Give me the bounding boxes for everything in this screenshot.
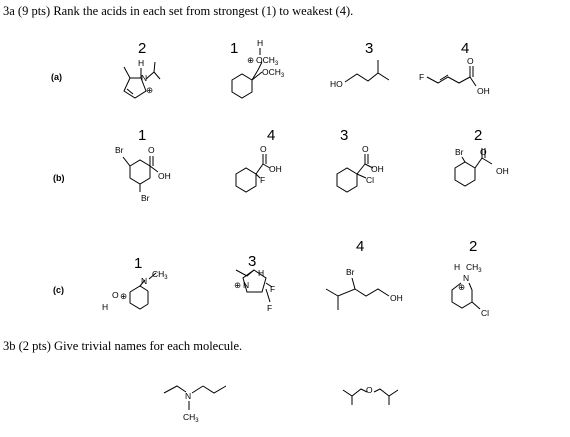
atom-O: O	[362, 144, 369, 154]
row-label-c: (c)	[53, 285, 64, 295]
atom-H: H	[454, 262, 460, 272]
rank-c3: 4	[356, 238, 365, 255]
atom-Cl: Cl	[366, 175, 374, 185]
rank-b2: 4	[267, 127, 276, 144]
atom-Br: Br	[455, 147, 464, 157]
molecule-c4: H CH3 N ⊕ Cl	[451, 262, 489, 318]
atom-N: N	[243, 280, 249, 290]
positive-charge-icon: ⊕	[146, 85, 153, 95]
atom-Br: Br	[141, 193, 150, 203]
row-label-a: (a)	[51, 72, 62, 82]
molecule-a2: H ⊕ OCH3 OCH3	[231, 38, 285, 99]
atom-F: F	[260, 175, 265, 185]
atom-CH3: CH3	[183, 412, 199, 424]
molecule-a4: F O OH	[419, 56, 490, 96]
molecule-3b-amine: N CH3	[163, 385, 227, 424]
atom-Br: Br	[115, 145, 124, 155]
molecule-a1: H N ⊕	[123, 58, 161, 99]
rank-b4: 2	[474, 127, 483, 144]
atom-OH: OH	[158, 171, 171, 181]
positive-charge-icon: ⊕	[247, 55, 254, 65]
rank-c2: 3	[248, 253, 257, 270]
atom-O: O	[467, 56, 474, 66]
molecule-c3: Br OH	[325, 267, 403, 310]
atom-HO: HO	[330, 79, 343, 89]
atom-OCH3-b: OCH3	[262, 67, 285, 79]
atom-H: H	[258, 268, 264, 278]
molecule-c2: H ⊕ N F F	[234, 268, 275, 313]
atom-N: N	[463, 273, 469, 283]
atom-CH3: CH3	[152, 269, 168, 281]
molecule-b3: Cl O OH	[336, 144, 384, 193]
molecule-3b-ether: O	[342, 385, 399, 405]
positive-charge-icon: ⊕	[458, 282, 465, 292]
rank-a4: 4	[461, 40, 470, 57]
rank-a2: 1	[230, 40, 239, 57]
atom-OH: OH	[371, 164, 384, 174]
molecule-b1: Br O OH Br	[115, 145, 171, 203]
atom-H: H	[257, 38, 263, 48]
atom-O: O	[480, 147, 487, 157]
question-3a: 3a (9 pts) Rank the acids in each set fr…	[3, 4, 354, 18]
rank-a1: 2	[138, 40, 147, 57]
atom-OH: OH	[496, 166, 509, 176]
rank-b3: 3	[340, 127, 349, 144]
molecule-b4: Br O OH	[454, 147, 509, 187]
atom-Cl: Cl	[481, 308, 489, 318]
question-3b: 3b (2 pts) Give trivial names for each m…	[3, 339, 243, 353]
rank-a3: 3	[365, 40, 374, 57]
rank-b1: 1	[138, 127, 147, 144]
rank-c1: 1	[134, 255, 143, 272]
molecule-c1: N CH3 O H ⊕	[102, 269, 168, 312]
rank-c4: 2	[469, 238, 478, 255]
molecule-a3: HO	[330, 60, 390, 89]
atom-H: H	[138, 58, 144, 68]
atom-OH: OH	[269, 164, 282, 174]
atom-F: F	[419, 72, 424, 82]
atom-F: F	[270, 284, 275, 294]
atom-H: H	[102, 302, 108, 312]
atom-Br: Br	[346, 267, 355, 277]
positive-charge-icon: ⊕	[234, 280, 241, 290]
atom-O: O	[148, 145, 155, 155]
atom-N: N	[185, 391, 191, 401]
atom-OH: OH	[390, 293, 403, 303]
atom-O: O	[112, 290, 119, 300]
atom-OH: OH	[477, 86, 490, 96]
atom-CH3: CH3	[466, 262, 482, 274]
positive-charge-icon: ⊕	[120, 291, 127, 301]
row-label-b: (b)	[53, 173, 65, 183]
atom-O: O	[260, 144, 267, 154]
atom-F: F	[267, 303, 272, 313]
atom-O: O	[366, 385, 373, 395]
atom-N: N	[141, 73, 147, 83]
atom-OCH3: OCH3	[256, 55, 279, 67]
atom-N: N	[141, 276, 147, 286]
molecule-b2: F O OH	[235, 144, 282, 193]
